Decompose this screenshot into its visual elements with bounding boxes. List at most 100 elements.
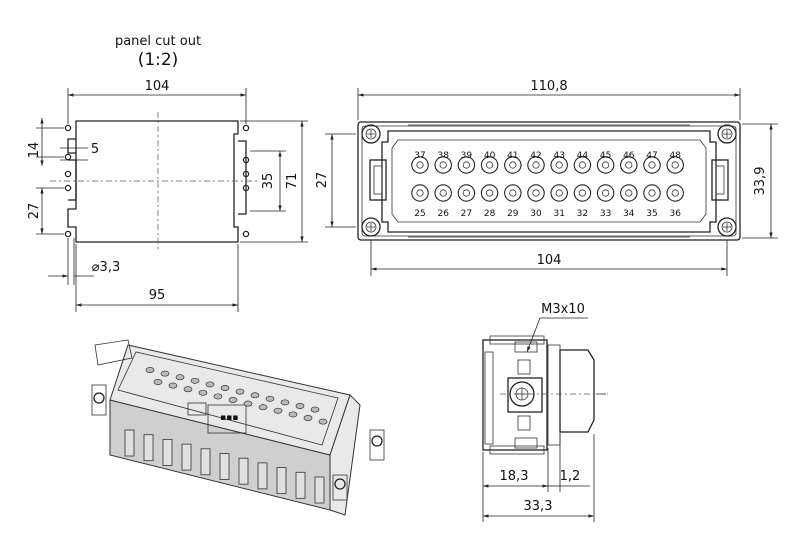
contact-pin	[648, 161, 656, 169]
right-latch	[711, 159, 729, 201]
iso-rib	[314, 476, 325, 504]
contact-socket	[411, 156, 429, 174]
contact-pin	[648, 189, 656, 197]
iso-rib	[238, 457, 249, 485]
dim-27-front: 27	[315, 172, 330, 189]
contact-socket	[620, 184, 638, 202]
contact-number: 39	[461, 151, 473, 161]
iso-rib	[219, 453, 230, 480]
iso-contact	[168, 382, 178, 389]
iso-contact	[243, 400, 253, 407]
iso-contact	[250, 392, 260, 399]
svg-text:▪▪▪: ▪▪▪	[220, 413, 238, 423]
contact-socket	[411, 184, 429, 202]
contact-number: 38	[437, 151, 449, 161]
screw-icon	[361, 217, 381, 237]
contact-number: 41	[507, 151, 518, 161]
iso-contact	[295, 403, 305, 409]
contact-number: 44	[577, 151, 589, 161]
contact-pin	[532, 161, 540, 169]
contact-number: 35	[646, 209, 657, 219]
iso-rib	[124, 429, 135, 457]
contact-socket	[527, 156, 545, 174]
iso-contact	[273, 407, 283, 414]
dim-27-cutout: 27	[27, 203, 42, 220]
hole-icon	[242, 124, 250, 132]
dim-33-9: 33,9	[753, 167, 768, 196]
iso-rib	[162, 438, 173, 466]
iso-contact	[318, 418, 328, 425]
contact-pin	[532, 189, 540, 197]
dim-33-3: 33,3	[524, 499, 553, 514]
iso-rib	[257, 462, 268, 490]
iso-contact	[280, 399, 290, 406]
contact-number: 26	[437, 209, 449, 219]
iso-contact	[160, 370, 170, 377]
hole-icon	[64, 153, 72, 161]
cutout-outline	[67, 120, 239, 243]
contact-pin	[625, 189, 633, 197]
contact-number: 25	[414, 209, 425, 219]
iso-contact	[153, 379, 163, 385]
contact-socket	[596, 156, 615, 174]
screw-icon	[361, 124, 381, 144]
dim-5: 5	[91, 142, 99, 157]
contact-socket	[504, 184, 522, 202]
housing-outline	[381, 130, 717, 233]
contact-socket	[666, 184, 684, 202]
contact-socket	[573, 156, 592, 174]
contact-pin	[555, 161, 563, 169]
screw-icon	[507, 377, 543, 413]
dim-1-2: 1,2	[560, 469, 581, 484]
iso-contact	[145, 367, 155, 373]
dim-71: 71	[285, 173, 300, 190]
side-housing-right	[559, 349, 595, 433]
contact-number: 36	[669, 209, 681, 219]
dim-35: 35	[261, 173, 276, 190]
hole-icon	[64, 184, 72, 192]
flange-outline	[357, 121, 741, 241]
contact-number: 34	[623, 209, 635, 219]
iso-contact	[213, 393, 223, 400]
contact-number: 27	[461, 209, 472, 219]
contact-socket	[434, 156, 452, 174]
side-housing-left	[482, 339, 548, 451]
cutout-title: panel cut out	[115, 34, 201, 49]
iso-contact	[205, 381, 215, 388]
contact-number: 30	[530, 209, 542, 219]
dim-104-cutout: 104	[145, 79, 170, 94]
iso-contact	[288, 411, 298, 418]
contact-pin	[601, 189, 610, 197]
iso-contact	[190, 377, 200, 384]
contact-number: 33	[600, 209, 611, 219]
hole-icon	[242, 156, 250, 164]
iso-pins	[145, 367, 328, 425]
left-latch	[369, 159, 387, 201]
side-view: M3x10 18,3 1,2 33,3	[482, 302, 608, 522]
contact-number: 37	[414, 151, 425, 161]
contact-pin	[439, 161, 447, 169]
contact-socket	[480, 184, 499, 202]
contact-pin	[509, 189, 517, 197]
screw-icon	[717, 217, 737, 237]
contact-pin	[439, 189, 447, 197]
contact-pin	[601, 161, 610, 169]
contact-pin	[578, 189, 587, 197]
iso-rib	[200, 448, 211, 476]
iso-rib	[295, 471, 306, 499]
contact-pin	[416, 161, 424, 169]
contact-socket	[457, 156, 476, 174]
contact-socket	[550, 184, 568, 202]
dim-95: 95	[149, 288, 166, 303]
contact-number: 28	[484, 209, 496, 219]
contact-socket	[527, 184, 545, 202]
iso-ribs	[124, 429, 325, 504]
contact-number: 29	[507, 209, 519, 219]
iso-contact	[228, 397, 238, 403]
iso-contact	[235, 388, 245, 395]
iso-contact	[175, 374, 185, 381]
screw-label: M3x10	[541, 302, 585, 317]
